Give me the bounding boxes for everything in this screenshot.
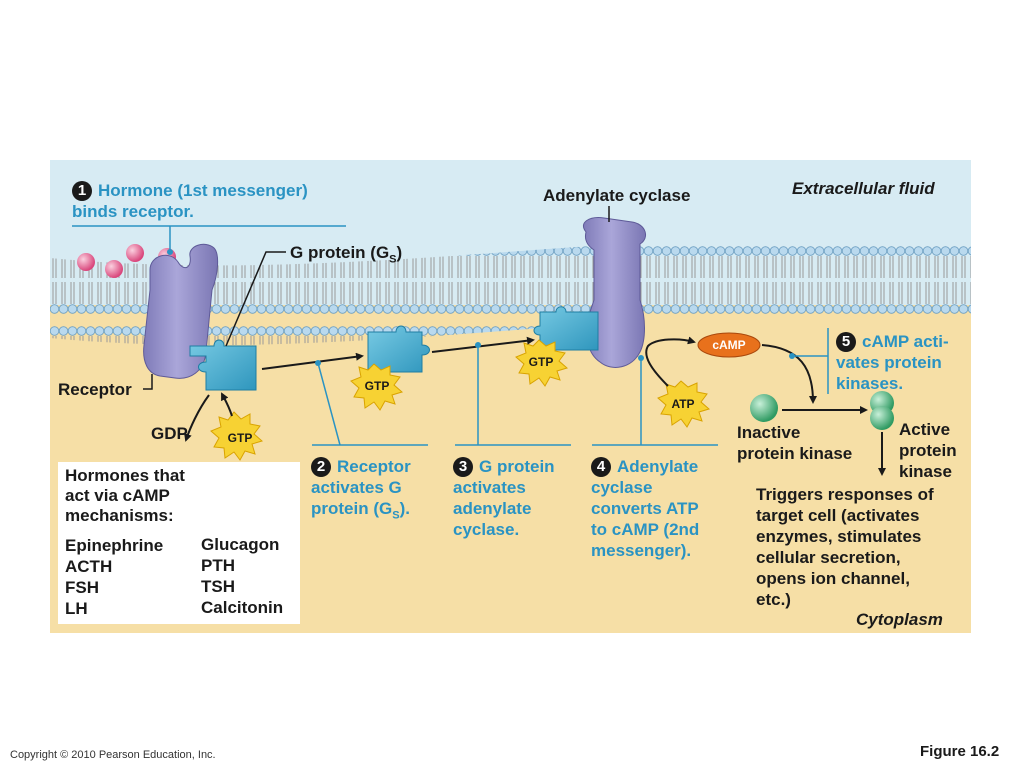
gtp-label: GTP <box>365 379 390 393</box>
gtp-binding-arrow <box>221 392 233 417</box>
g-protein-move-arrow <box>431 336 535 353</box>
receptor-protein-icon <box>143 243 219 379</box>
camp-to-kinase-arrow <box>761 344 817 404</box>
g-protein-label: G protein (GS) <box>290 243 403 266</box>
atp-to-camp-arrow <box>645 336 696 387</box>
target-cell-response-text: Triggers responses of target cell (activ… <box>756 485 934 609</box>
step-number-badge: 4 <box>591 457 611 477</box>
g-protein-bound-icon <box>533 306 599 351</box>
atp-starburst-icon <box>657 380 711 428</box>
gtp-starburst-icon <box>210 411 264 461</box>
step-number-badge: 3 <box>453 457 473 477</box>
extracellular-fluid-label: Extracellular fluid <box>792 179 935 198</box>
g-protein-move-arrow <box>261 352 364 370</box>
lipid-bilayer <box>50 237 971 346</box>
step5-pointer-dot <box>789 353 795 359</box>
atp-label: ATP <box>671 397 694 411</box>
hormone-list-col1: Epinephrine ACTH FSH LH <box>65 536 164 618</box>
g-protein-leader <box>225 251 286 347</box>
step-number-badge: 2 <box>311 457 331 477</box>
camp-label: cAMP <box>712 338 745 352</box>
adenylate-cyclase-label: Adenylate cyclase <box>543 186 691 205</box>
copyright-text: Copyright © 2010 Pearson Education, Inc. <box>10 749 216 761</box>
active-kinase-icon <box>870 406 894 430</box>
gtp-starburst-icon <box>515 339 569 387</box>
gtp-starburst-icon <box>350 363 404 411</box>
hormone-molecule-icon <box>126 244 144 262</box>
hormone-molecule-icon <box>77 253 95 271</box>
gtp-label: GTP <box>228 431 253 445</box>
gtp-label: GTP <box>529 355 554 369</box>
step1-pointer-dot <box>167 249 173 255</box>
receptor-label: Receptor <box>58 380 132 399</box>
step2-pointer-dot <box>315 360 321 366</box>
hormone-molecule-icon <box>105 260 123 278</box>
cytoplasm-label: Cytoplasm <box>856 610 943 629</box>
hormones-box: Hormones that act via cAMP mechanisms: E… <box>58 462 300 624</box>
g-protein-active-icon <box>367 325 430 373</box>
camp-molecule-icon <box>697 332 761 358</box>
step-number-badge: 1 <box>72 181 92 201</box>
step3-pointer-dot <box>475 342 481 348</box>
figure-number: Figure 16.2 <box>920 743 1000 760</box>
gdp-label: GDP <box>151 424 188 443</box>
step4-pointer-dot <box>638 355 644 361</box>
hormones-box-title: Hormones that act via cAMP mechanisms: <box>65 466 185 525</box>
inactive-kinase-icon <box>750 394 778 422</box>
step-number-badge: 5 <box>836 332 856 352</box>
receptor-leader <box>143 374 153 390</box>
g-protein-inactive-icon <box>189 339 257 391</box>
adenylate-cyclase-icon <box>582 217 647 368</box>
hormone-list-col2: Glucagon PTH TSH Calcitonin <box>201 535 284 617</box>
step2-pointer <box>317 362 341 446</box>
gdp-release-arrow <box>184 394 210 442</box>
